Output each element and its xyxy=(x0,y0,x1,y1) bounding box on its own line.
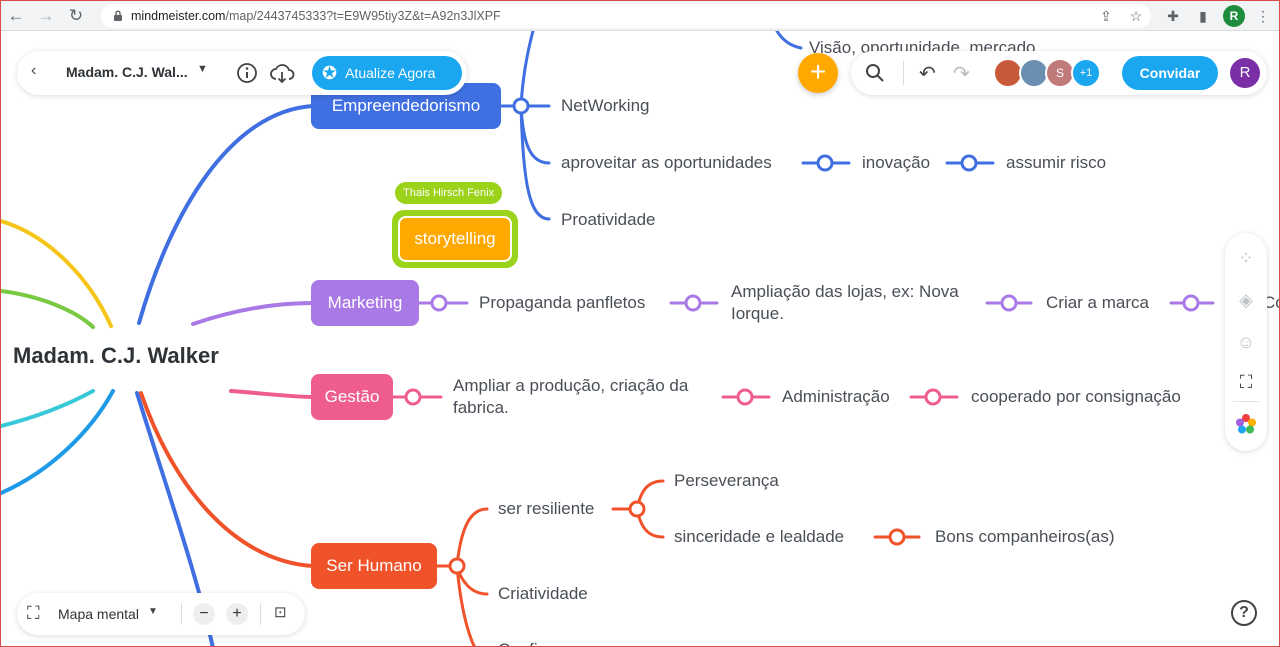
upgrade-button[interactable]: ✪ Atualize Agora xyxy=(312,56,462,90)
cloud-download-icon[interactable] xyxy=(269,61,295,85)
topic-criar-marca[interactable]: Criar a marca xyxy=(1046,293,1149,312)
extensions-puzzle-icon[interactable]: ✚ xyxy=(1167,8,1179,24)
reload-icon[interactable]: ↻ xyxy=(68,6,84,25)
address-bar[interactable]: mindmeister.com/map/2443745333?t=E9W95ti… xyxy=(101,4,1151,28)
browser-toolbar: ← → ↻ mindmeister.com/map/2443745333?t=E… xyxy=(1,1,1279,31)
topic-proatividade[interactable]: Proatividade xyxy=(561,210,656,229)
bookmark-star-icon[interactable]: ☆ xyxy=(1129,8,1143,24)
chevron-left-icon[interactable]: ‹ xyxy=(31,62,37,79)
emoji-icon[interactable]: ☺ xyxy=(1236,332,1256,352)
topic-perseveranca[interactable]: Perseverança xyxy=(674,471,779,490)
mind-map-mode-icon[interactable]: ⛶ xyxy=(27,603,40,623)
mind-map-canvas[interactable]: Madam. C.J. Walker Visão, oportunidade, … xyxy=(1,31,1279,646)
share-icon[interactable]: ⇪ xyxy=(1100,8,1112,24)
topic-cooperado-consignacao[interactable]: cooperado por consignação xyxy=(971,387,1181,406)
collaborator-more-count[interactable]: +1 xyxy=(1071,58,1101,88)
map-structure-icon[interactable]: ⛶ xyxy=(1239,372,1253,392)
collaborator-name-tag: Thais Hirsch Fenix xyxy=(395,182,503,204)
topic-bons-companheiros[interactable]: Bons companheiros(as) xyxy=(935,527,1115,546)
topic-aproveitar-oportunidades[interactable]: aproveitar as oportunidades xyxy=(561,153,772,172)
topic-ampliar-producao[interactable]: Ampliar a produção, criação da fabrica. xyxy=(453,376,689,417)
topic-ampliacao-lojas[interactable]: Ampliação das lojas, ex: Nova Iorque. xyxy=(731,282,959,323)
topic-criatividade[interactable]: Criatividade xyxy=(498,584,588,603)
invite-button[interactable]: Convidar xyxy=(1122,56,1218,90)
add-topic-button[interactable]: + xyxy=(798,53,838,93)
storytelling-selection-frame: storytelling xyxy=(392,210,518,268)
fit-to-screen-icon[interactable]: ⊡ xyxy=(274,604,287,621)
back-arrow-icon[interactable]: ← xyxy=(7,6,25,25)
url-text: mindmeister.com/map/2443745333?t=E9W95ti… xyxy=(131,9,501,23)
color-palette-icon[interactable] xyxy=(1235,413,1257,435)
view-controls-panel: ⛶ Mapa mental ▼ − + ⊡ xyxy=(17,593,305,635)
topic-administracao[interactable]: Administração xyxy=(782,387,890,406)
redo-icon[interactable]: ↷ xyxy=(953,63,970,85)
topic-empreendedorismo[interactable]: Empreendedorismo xyxy=(311,83,501,129)
upgrade-label: Atualize Agora xyxy=(345,65,436,81)
topic-ser-humano-partial[interactable]: Confi xyxy=(498,639,538,646)
zoom-out-button[interactable]: − xyxy=(193,603,215,625)
topic-sinceridade-lealdade[interactable]: sinceridade e lealdade xyxy=(674,527,845,546)
view-mode-select[interactable]: Mapa mental xyxy=(58,606,139,622)
connector-lines xyxy=(1,31,1215,646)
star-badge-icon: ✪ xyxy=(322,62,338,83)
lock-icon xyxy=(114,10,122,21)
topic-ser-humano[interactable]: Ser Humano xyxy=(311,543,437,589)
undo-icon[interactable]: ↶ xyxy=(919,63,936,85)
collaborator-avatar-s[interactable]: S xyxy=(1045,58,1075,88)
collaborator-avatar-1[interactable] xyxy=(993,58,1023,88)
divider xyxy=(260,603,261,625)
paint-bucket-icon[interactable]: ◈ xyxy=(1239,290,1253,310)
info-icon[interactable] xyxy=(236,62,258,84)
root-node[interactable]: Madam. C.J. Walker xyxy=(13,343,219,368)
side-panel-icon[interactable]: ▮ xyxy=(1199,8,1207,24)
topic-networking[interactable]: NetWorking xyxy=(561,96,650,115)
topic-marketing[interactable]: Marketing xyxy=(311,280,419,326)
topic-storytelling[interactable]: storytelling xyxy=(398,216,512,262)
chevron-down-icon[interactable]: ▼ xyxy=(148,606,158,617)
right-tool-panel: ⁘ ◈ ☺ ⛶ xyxy=(1225,233,1267,451)
user-avatar[interactable]: R xyxy=(1230,58,1260,88)
divider xyxy=(1233,401,1259,402)
topic-inovacao[interactable]: inovação xyxy=(862,153,931,172)
topic-propaganda-panfletos[interactable]: Propaganda panfletos xyxy=(479,293,646,312)
layout-grid-icon[interactable]: ⁘ xyxy=(1238,248,1254,268)
topic-gestao[interactable]: Gestão xyxy=(311,374,393,420)
topic-assumir-risco[interactable]: assumir risco xyxy=(1006,153,1107,172)
map-title[interactable]: Madam. C.J. Wal... xyxy=(66,64,188,80)
divider xyxy=(181,603,182,625)
topic-marketing-partial[interactable]: Co xyxy=(1263,293,1279,312)
browser-profile-avatar[interactable]: R xyxy=(1223,5,1245,27)
chevron-down-icon[interactable]: ▼ xyxy=(197,63,208,75)
topic-ser-resiliente[interactable]: ser resiliente xyxy=(498,499,595,518)
forward-arrow-icon[interactable]: → xyxy=(37,6,55,25)
help-button[interactable]: ? xyxy=(1231,600,1257,626)
zoom-in-button[interactable]: + xyxy=(226,603,248,625)
divider xyxy=(903,61,904,85)
kebab-menu-icon[interactable]: ⋮ xyxy=(1256,8,1270,24)
search-icon[interactable] xyxy=(865,63,885,83)
